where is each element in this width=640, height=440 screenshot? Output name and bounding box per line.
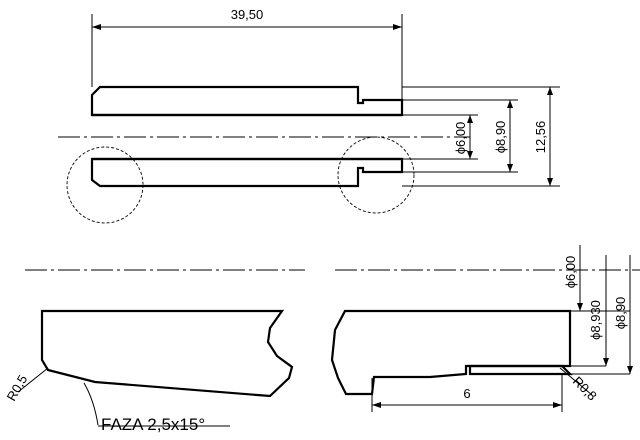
dim-bore: ϕ6,00: [453, 122, 468, 155]
detail-circle-left: [66, 146, 144, 224]
detail-views: ϕ6,00 ϕ8,930 ϕ8,90 6 R0,8 R0,5 FAZA 2,5x…: [4, 245, 640, 434]
dim-groove-length: 6: [463, 386, 470, 401]
dim-detail-groove-1: ϕ8,930: [588, 300, 603, 340]
detail-right-section: [330, 309, 572, 396]
detail-left-section: [40, 309, 294, 398]
dim-length: 39,50: [231, 7, 264, 22]
dim-outer: 12,56: [533, 121, 548, 154]
dim-groove: ϕ8,90: [493, 121, 508, 154]
dim-radius-left: R0,5: [4, 372, 31, 403]
dim-radius-right: R0,8: [570, 374, 600, 404]
dim-detail-bore: ϕ6,00: [563, 256, 578, 289]
dim-detail-groove-2: ϕ8,90: [613, 297, 628, 330]
upper-wall-section: [90, 85, 404, 117]
section-view: 39,50 ϕ6,00 ϕ8,90 12,56: [58, 7, 560, 224]
chamfer-note: FAZA 2,5x15°: [101, 415, 205, 434]
lower-wall-section: [90, 157, 404, 188]
detail-circle-right: [337, 136, 415, 214]
